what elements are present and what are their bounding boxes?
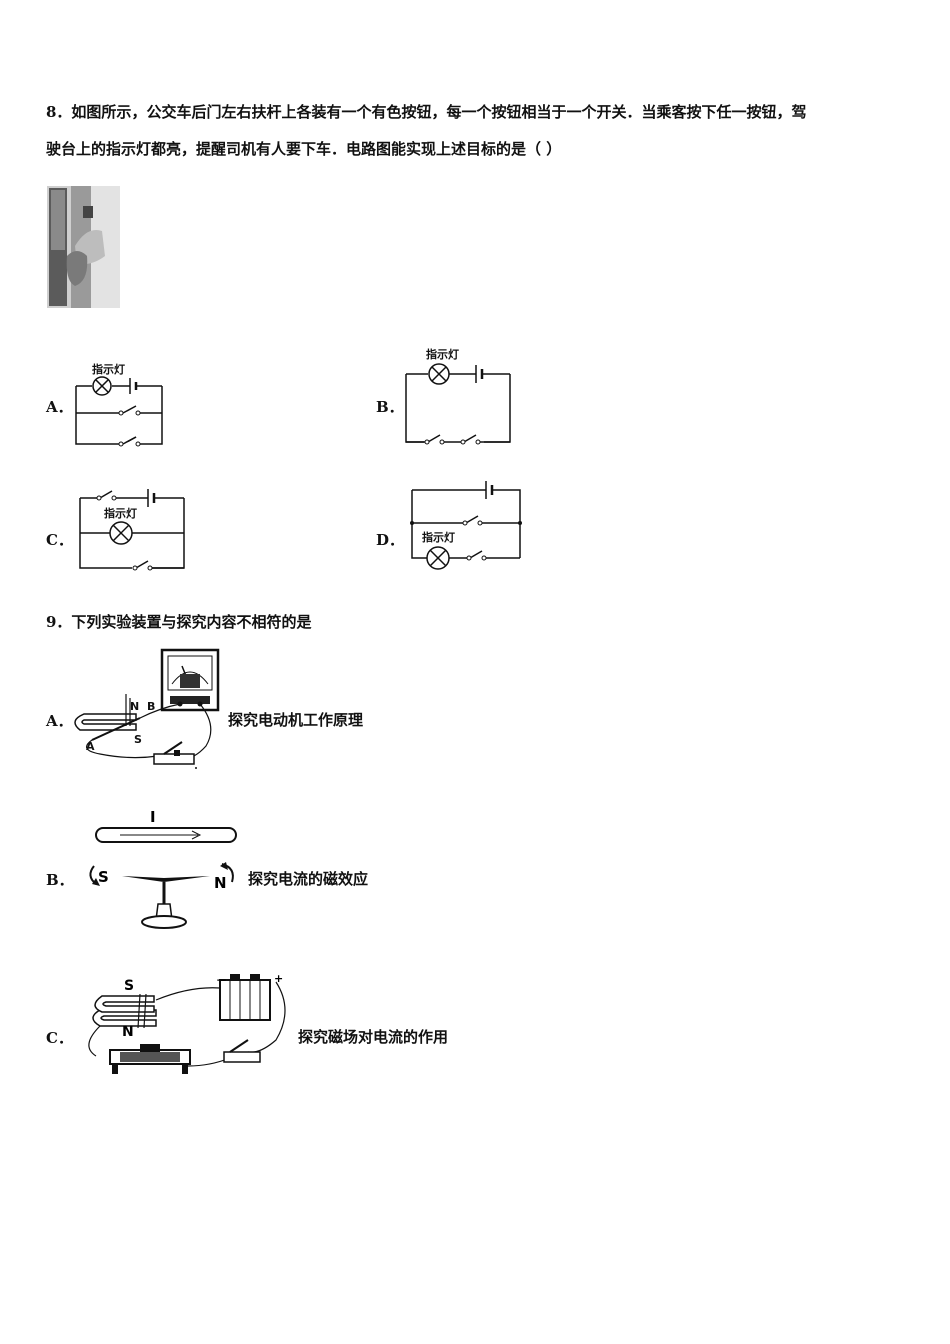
q8-option-b-letter: B． bbox=[376, 398, 404, 416]
q9-a-label-s: S bbox=[134, 733, 142, 746]
q8-option-d-circuit: 指示灯 bbox=[410, 481, 522, 570]
q9-c-label-plus: + bbox=[274, 972, 283, 985]
q9-b-label-i: I bbox=[150, 808, 156, 826]
q9-stem: 9．下列实验装置与探究内容不相符的是 bbox=[46, 613, 312, 631]
q8-option-a-circuit: 指示灯 bbox=[75, 362, 163, 447]
q9-option-c-apparatus: S N － + bbox=[88, 972, 286, 1074]
q8-option-a-letter: A． bbox=[46, 398, 73, 416]
q8-stem-line2: 驶台上的指示灯都亮，提醒司机有人要下车．电路图能实现上述目标的是（ ） bbox=[46, 140, 562, 158]
q9-b-label-n: N bbox=[214, 874, 227, 892]
q8-option-b-circuit: 指示灯 bbox=[405, 347, 511, 445]
q8-a-lamp-label: 指示灯 bbox=[92, 362, 125, 376]
q8-b-lamp-label: 指示灯 bbox=[426, 347, 459, 361]
q8-option-d-letter: D． bbox=[376, 531, 405, 549]
bus-handrail-photo bbox=[47, 186, 120, 308]
q8-stem-line1: 8．如图所示，公交车后门左右扶杆上各装有一个有色按钮，每一个按钮相当于一个开关．… bbox=[46, 103, 807, 121]
q9-option-b-caption: 探究电流的磁效应 bbox=[248, 870, 369, 888]
q9-a-label-n: N bbox=[130, 700, 139, 713]
q9-option-c-letter: C． bbox=[46, 1029, 73, 1047]
q9-option-b-apparatus: I S N bbox=[89, 808, 237, 929]
q9-option-c-caption: 探究磁场对电流的作用 bbox=[298, 1028, 449, 1046]
q9-c-label-minus: － bbox=[216, 974, 227, 987]
q9-option-a-apparatus: N B A S bbox=[74, 648, 220, 769]
q8-d-lamp-label: 指示灯 bbox=[422, 530, 455, 544]
q8-c-lamp-label: 指示灯 bbox=[104, 506, 137, 520]
q9-option-a-caption: 探究电动机工作原理 bbox=[228, 711, 364, 729]
q9-b-label-s: S bbox=[98, 868, 109, 886]
q9-option-a-letter: A． bbox=[46, 712, 73, 730]
q8-option-c-letter: C． bbox=[46, 531, 73, 549]
q9-a-label-a: A bbox=[86, 740, 95, 753]
q9-a-label-b: B bbox=[147, 700, 155, 713]
q9-option-b-letter: B． bbox=[46, 871, 74, 889]
q9-c-label-s: S bbox=[124, 978, 134, 994]
q9-c-label-n: N bbox=[122, 1024, 134, 1040]
q8-option-c-circuit: 指示灯 bbox=[79, 489, 185, 571]
